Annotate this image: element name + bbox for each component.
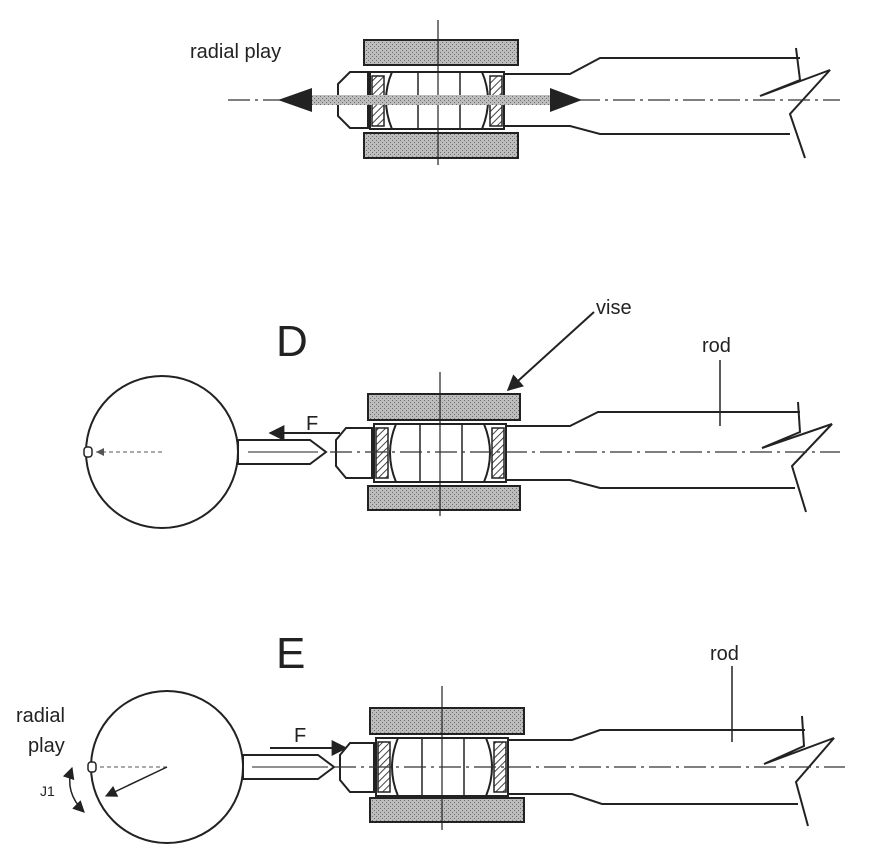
pin-stub-d: [335, 427, 373, 479]
rod-lower-edge-d: [506, 479, 795, 489]
vise-leader-arrow: [506, 311, 595, 392]
vise-jaw-lower: [363, 132, 519, 159]
dial-indicator-mark-d: [83, 446, 93, 458]
radial-play-band: [300, 95, 558, 105]
panel-d: D vise rod F: [83, 297, 840, 529]
label-angle-j1: J1: [40, 783, 55, 799]
label-force-e: F: [294, 725, 306, 747]
label-play-e: play: [28, 735, 65, 757]
rod-upper-edge: [504, 57, 800, 75]
label-radial-e: radial: [16, 705, 65, 727]
pin-stub-e: [339, 742, 375, 793]
label-vise: vise: [596, 297, 632, 319]
rod-upper-edge-e: [508, 729, 805, 741]
rod-lower-edge: [504, 125, 790, 135]
rod-upper-edge-d: [506, 411, 800, 427]
label-rod-d: rod: [702, 335, 731, 357]
vise-jaw-upper: [363, 39, 519, 66]
vise-jaw-lower-e: [369, 797, 525, 823]
radial-play-arrow-right: [550, 88, 582, 112]
break-mark-d: [761, 401, 833, 513]
label-radial-play-top: radial play: [190, 41, 281, 63]
panel-e-letter: E: [276, 629, 305, 678]
vise-jaw-upper-e: [369, 707, 525, 735]
panel-d-letter: D: [276, 317, 308, 366]
vise-jaw-lower-d: [367, 485, 521, 511]
break-mark-e: [763, 715, 835, 827]
angle-arc-j1: [62, 766, 85, 813]
break-mark: [759, 47, 831, 159]
radial-play-arrow-left: [278, 88, 312, 112]
label-force-d: F: [306, 413, 318, 435]
dial-pointer-e: [104, 766, 168, 797]
panel-e: E rod radial play J1 F: [16, 629, 845, 844]
dial-indicator-mark-e: [87, 761, 97, 773]
label-rod-e: rod: [710, 643, 739, 665]
vise-jaw-upper-d: [367, 393, 521, 421]
panel-top: radial play: [190, 20, 840, 165]
rod-lower-edge-e: [508, 793, 798, 805]
